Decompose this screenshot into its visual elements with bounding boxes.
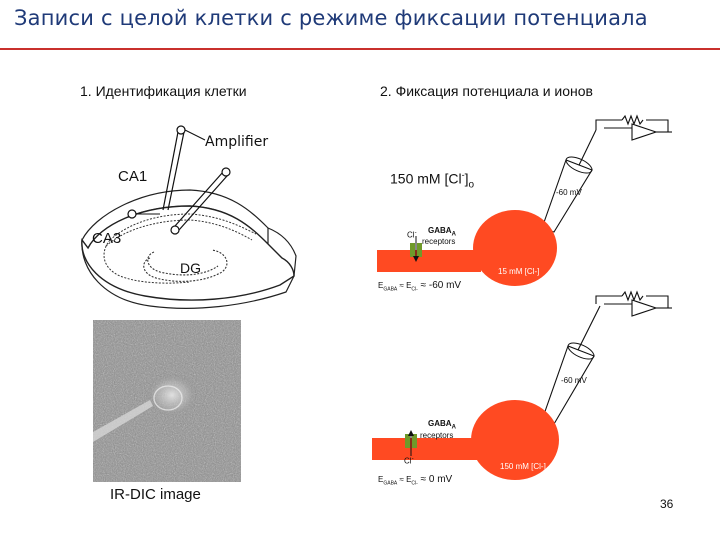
dg-layer-inner [147, 251, 219, 276]
reversal-potential-bottom: EGABA ≈ ECl- ≈ 0 mV [378, 474, 453, 487]
feedback-resistor-icon-bottom [621, 290, 644, 302]
gaba-receptor-label-top: GABAA [428, 226, 456, 238]
hold-voltage-top: -60 mV [556, 188, 582, 197]
reversal-potential-top: EGABA ≈ ECl- ≈ -60 mV [378, 280, 462, 293]
image-caption: IR-DIC image [110, 486, 201, 503]
ca1-layer [109, 213, 257, 241]
cl-efflux-arrow-bottom [408, 430, 414, 436]
cell-soma-top [473, 210, 557, 286]
stimulation-connector-icon [221, 167, 231, 177]
dg-label: DG [180, 260, 201, 276]
slice-side [267, 227, 297, 277]
ca3-label: CA3 [92, 230, 122, 247]
slice-body [81, 205, 295, 301]
title-divider [0, 48, 720, 50]
feedback-resistor-icon [621, 114, 644, 126]
amplifier-icon-top [631, 123, 658, 141]
dg-layer [143, 249, 228, 282]
pipette-top [541, 159, 593, 233]
section1-heading: 1. Идентификация клетки [80, 83, 247, 99]
receptors-label-top: receptors [422, 237, 456, 246]
pipette-cl-concentration-top: 15 mM [Cl-] [498, 267, 540, 276]
ca1-layer-inner [105, 219, 253, 247]
page-number: 36 [660, 497, 674, 511]
cl-label-top: Cl- [407, 230, 417, 240]
receptors-label-bottom: receptors [420, 431, 454, 440]
gaba-receptor-bottom-a [405, 434, 410, 448]
section2-heading: 2. Фиксация потенциала и ионов [380, 83, 593, 99]
pipette-bottom [541, 345, 595, 425]
amplifier-label: Amplifier [205, 134, 269, 150]
dendrite-bottom [372, 438, 482, 460]
extracellular-cl-concentration: 150 mM [Cl-]o [390, 170, 475, 191]
gaba-receptor-top-a [410, 243, 415, 257]
stimulation-site-icon [170, 225, 180, 235]
pipette-cl-concentration-bottom: 150 mM [Cl-] [500, 462, 546, 471]
hold-voltage-bottom: -60 mV [561, 376, 587, 385]
gaba-receptor-label-bottom: GABAA [428, 419, 456, 431]
ca1-label: CA1 [118, 168, 148, 185]
gaba-receptor-top-b [417, 243, 422, 257]
page-title: Записи с целой клетки с режиме фиксации … [14, 6, 648, 30]
cell-soma-bottom [471, 400, 559, 480]
gaba-receptor-bottom-b [412, 434, 417, 448]
cl-influx-arrow-top [413, 256, 419, 262]
amplifier-icon-bottom [631, 299, 658, 317]
slice-bottom-edge [81, 239, 295, 309]
cl-label-bottom: Cl- [404, 456, 414, 466]
dendrite-top [377, 250, 481, 272]
